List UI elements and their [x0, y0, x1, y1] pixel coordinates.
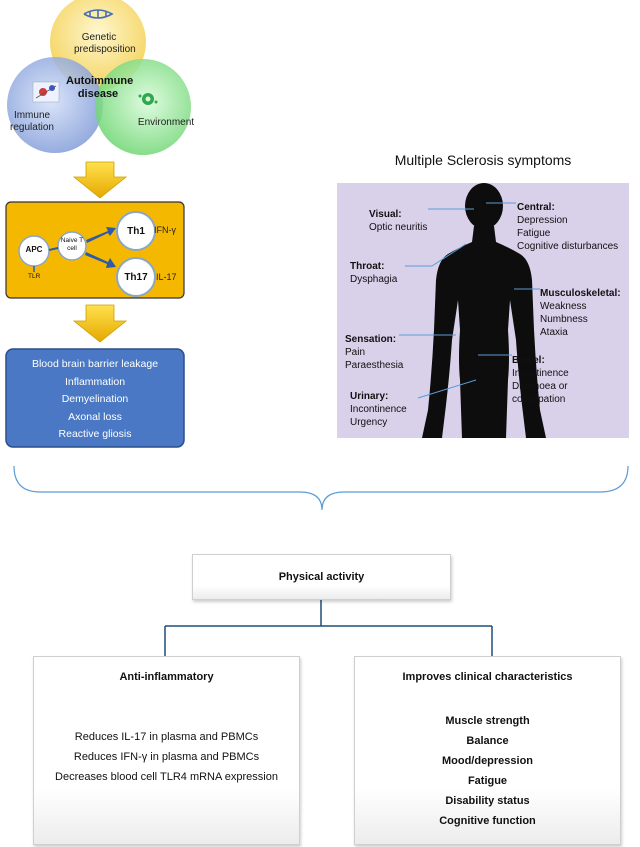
ms-title: Multiple Sclerosis symptoms — [394, 152, 572, 168]
symptom-item: Urgency — [350, 417, 388, 428]
anti-inflammatory-item: Decreases blood cell TLR4 mRNA expressio… — [55, 771, 278, 783]
clinical-item: Fatigue — [467, 775, 508, 787]
il17-label: IL-17 — [156, 272, 177, 282]
anti-inflammatory-item: Reduces IFN-γ in plasma and PBMCs — [73, 751, 260, 763]
environment-icon — [138, 93, 158, 105]
symptom-item: Paraesthesia — [345, 360, 404, 371]
symptom-item: Fatigue — [517, 228, 551, 239]
apc-label: APC — [25, 245, 43, 254]
th1-cell: Th1 — [116, 211, 156, 251]
symptom-item: Incontinence — [350, 404, 407, 415]
arrow-to-th1 — [86, 227, 116, 243]
curly-bracket — [13, 465, 629, 511]
anti-inflammatory-item: Reduces IL-17 in plasma and PBMCs — [74, 731, 259, 743]
symptom-sensation: Sensation: Pain Paraesthesia — [345, 333, 403, 372]
clinical-item: Mood/depression — [441, 755, 534, 767]
symptom-item: Dysphagia — [350, 274, 398, 285]
venn-environment-circle — [95, 59, 191, 155]
symptom-bowel: Bowel: Incontinence Diarrhoea or constip… — [512, 354, 569, 406]
symptom-visual: Visual: Optic neuritis — [369, 208, 427, 234]
venn-immune-circle — [7, 57, 103, 153]
pathology-item: Axonal loss — [68, 410, 122, 423]
clinical-title: Improves clinical characteristics — [402, 671, 573, 683]
pathology-item: Inflammation — [64, 375, 126, 388]
venn-environment-label: Environment — [137, 117, 195, 128]
down-arrow-2 — [72, 304, 128, 343]
dna-icon — [83, 9, 114, 19]
symptom-heading: Throat: — [350, 261, 385, 272]
activity-connectors — [164, 599, 493, 656]
symptom-throat: Throat: Dysphagia — [350, 260, 397, 286]
symptom-central: Central: Depression Fatigue Cognitive di… — [517, 201, 618, 253]
symptom-heading: Bowel: — [512, 355, 545, 366]
th1-label: Th1 — [127, 225, 145, 237]
symptom-item: Ataxia — [540, 327, 568, 338]
symptom-item: Optic neuritis — [369, 222, 428, 233]
anti-inflammatory-title: Anti-inflammatory — [119, 671, 214, 683]
pathology-item: Demyelination — [61, 393, 129, 405]
symptom-item: constipation — [512, 394, 566, 405]
symptom-urinary: Urinary: Incontinence Urgency — [350, 390, 407, 429]
clinical-item: Balance — [466, 735, 509, 747]
immune-cell-icon — [32, 81, 60, 103]
venn-immune-label: Immune regulation — [10, 110, 54, 133]
symptom-item: Cognitive disturbances — [517, 241, 619, 252]
pathology-box-bg — [5, 348, 185, 448]
th17-label: Th17 — [124, 271, 148, 283]
symptom-heading: Visual: — [369, 209, 402, 220]
naive-t-cell — [57, 231, 87, 261]
pathology-list: Blood brain barrier leakage Inflammation… — [10, 356, 180, 444]
symptom-item: Depression — [517, 215, 568, 226]
symptom-heading: Sensation: — [345, 334, 397, 345]
clinical-item: Muscle strength — [445, 715, 530, 727]
symptom-item: Incontinence — [512, 368, 569, 379]
physical-activity-box: Physical activity — [192, 554, 451, 600]
down-arrow-1 — [72, 161, 128, 199]
pathology-item: Blood brain barrier leakage — [31, 358, 159, 370]
symptom-musculoskeletal: Musculoskeletal: Weakness Numbness Ataxi… — [540, 287, 621, 339]
symptom-item: Numbness — [540, 314, 588, 325]
symptom-item: Pain — [345, 347, 366, 358]
th17-cell: Th17 — [116, 257, 156, 297]
clinical-card: Improves clinical characteristics Muscle… — [354, 656, 621, 845]
ifn-gamma-label: IFN-γ — [154, 225, 176, 235]
arrow-to-th17 — [85, 252, 116, 268]
symptom-item: Diarrhoea or — [512, 381, 568, 392]
venn-center-label: Autoimmune disease — [66, 75, 134, 100]
human-silhouette-icon — [422, 183, 546, 438]
symptom-heading: Urinary: — [350, 391, 389, 402]
anti-inflammatory-card: Anti-inflammatory Reduces IL-17 in plasm… — [33, 656, 300, 845]
clinical-item: Disability status — [445, 795, 530, 807]
naive-t-cell-label: Naive T cell — [60, 237, 84, 252]
venn-genetic-label: Genetic predisposition — [74, 32, 136, 55]
tlr-label: TLR — [28, 273, 41, 280]
symptom-lines — [399, 202, 540, 399]
symptom-item: Weakness — [540, 301, 587, 312]
symptom-heading: Musculoskeletal: — [540, 288, 621, 299]
physical-activity-label: Physical activity — [278, 571, 365, 583]
clinical-item: Cognitive function — [439, 815, 536, 827]
pathology-item: Reactive gliosis — [58, 428, 132, 440]
symptom-heading: Central: — [517, 202, 555, 213]
